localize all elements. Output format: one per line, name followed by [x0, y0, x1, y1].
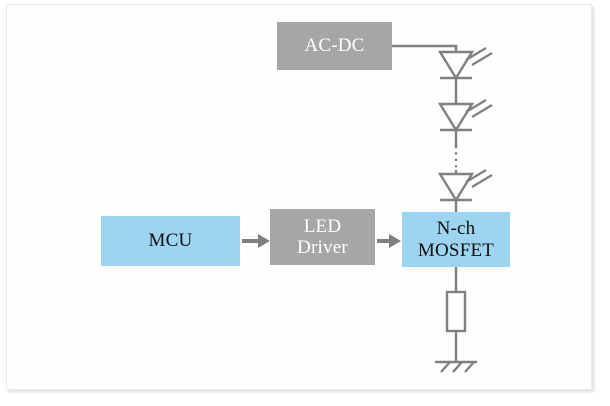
- block-mcu-label: MCU: [148, 230, 193, 252]
- block-n-ch-mosfet-label: N-ch MOSFET: [417, 218, 495, 261]
- block-led-driver-label: LED Driver: [297, 215, 348, 258]
- block-n-ch-mosfet[interactable]: N-ch MOSFET: [402, 212, 510, 267]
- block-led-driver[interactable]: LED Driver: [270, 209, 375, 265]
- block-mcu[interactable]: MCU: [101, 216, 240, 266]
- block-ac-dc[interactable]: AC-DC: [277, 22, 392, 70]
- block-ac-dc-label: AC-DC: [304, 35, 365, 57]
